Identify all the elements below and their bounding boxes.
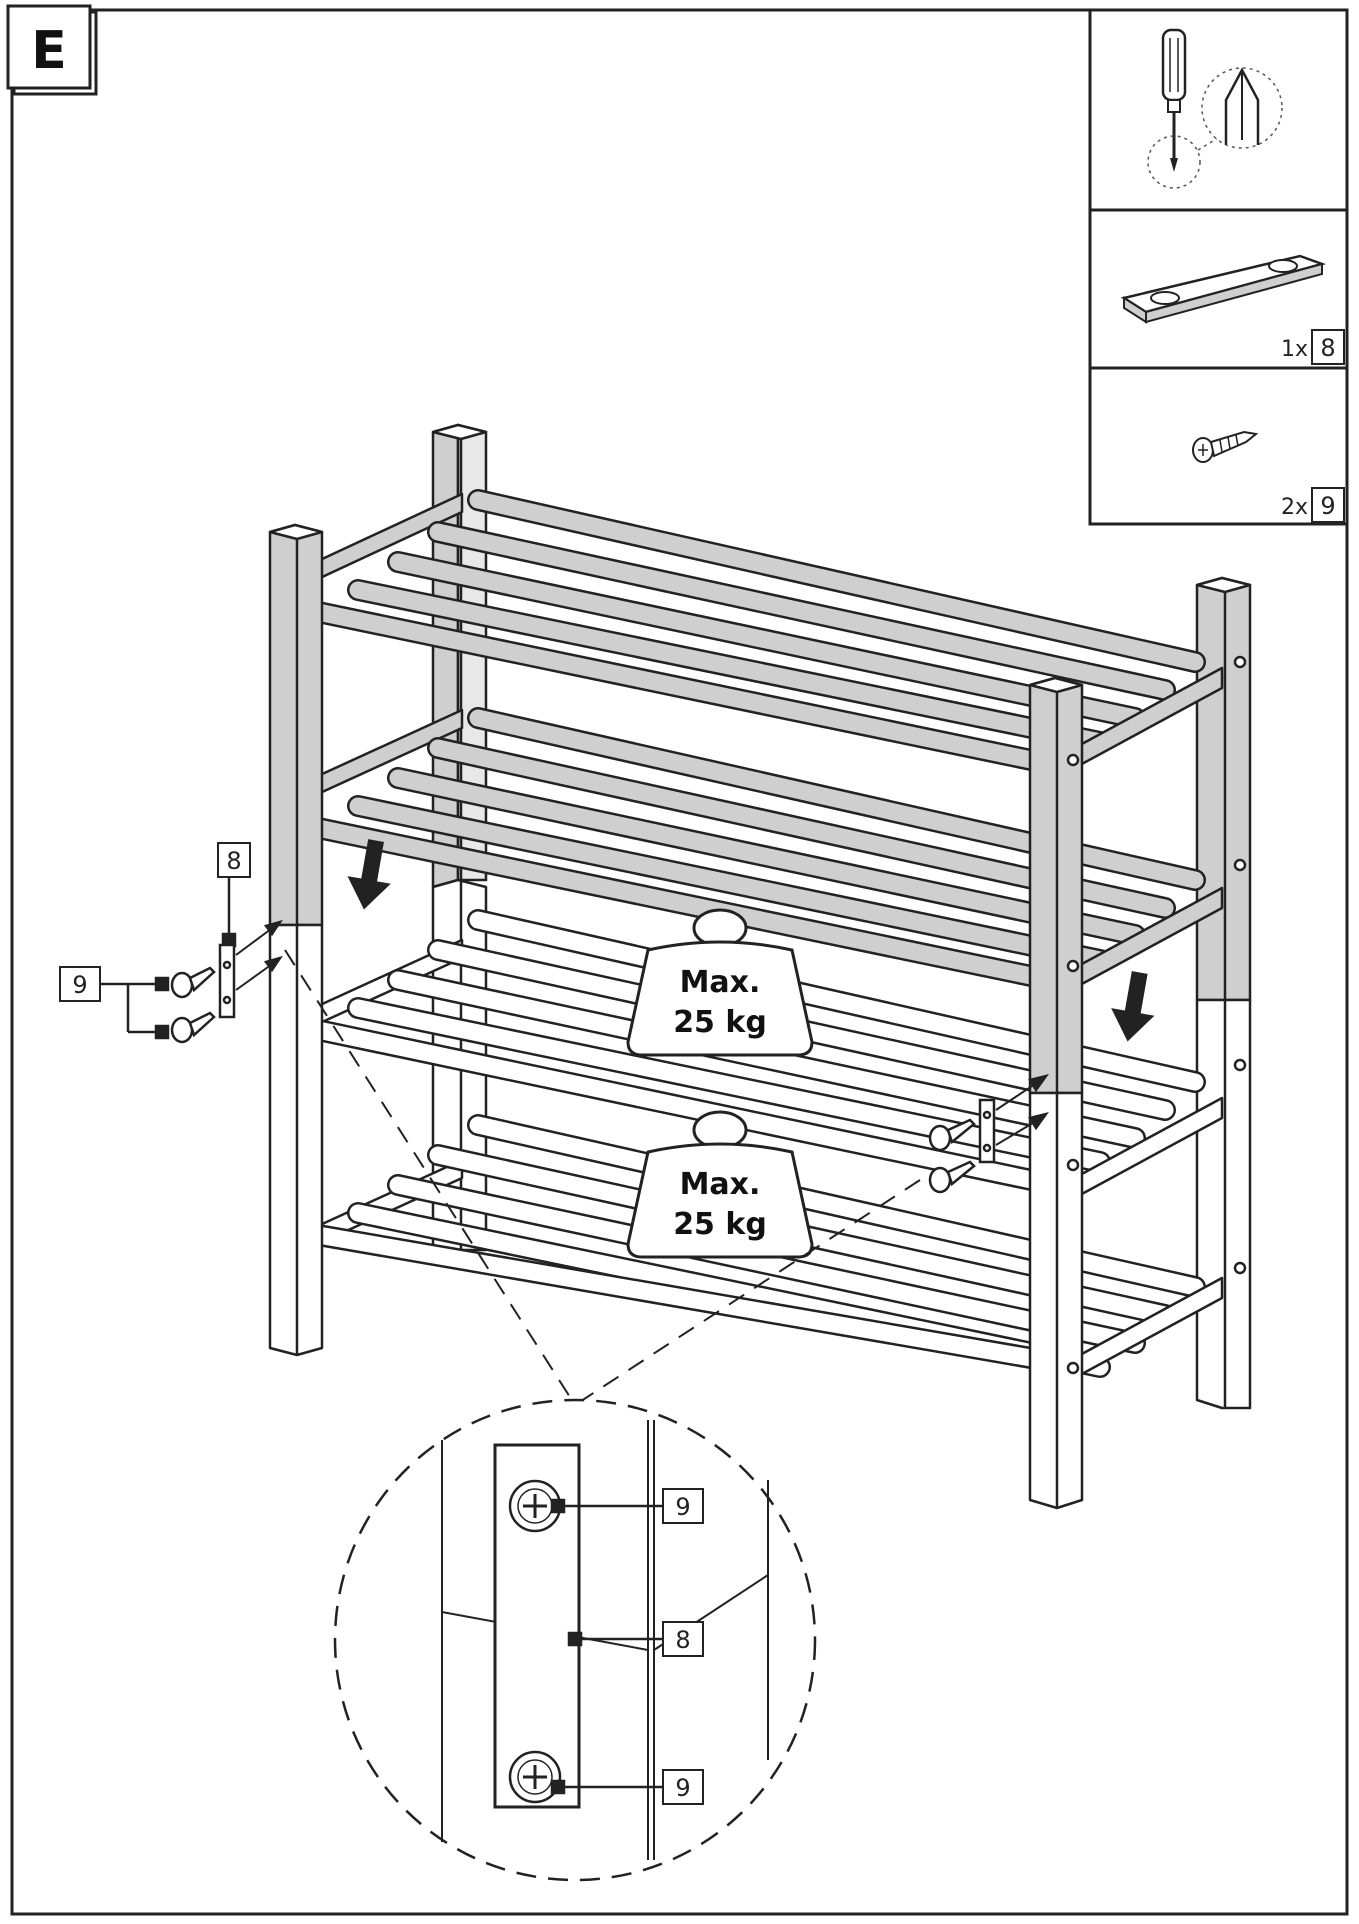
front-left-post [268, 523, 324, 1357]
plate-part-number: 8 [1320, 334, 1335, 362]
screw-icon [1192, 430, 1259, 463]
phillips-screwdriver-icon [1147, 28, 1283, 189]
plate-part-number-box [1311, 329, 1345, 365]
detail-screw-top-label: 9 [675, 1493, 690, 1521]
screw-part-number-box [1311, 487, 1345, 523]
weight-limit-line2: 25 kg [673, 1207, 767, 1242]
detail-screw-head-icon [508, 1479, 562, 1533]
detail-guide-line [574, 1179, 921, 1406]
plate-quantity: 1x [1281, 337, 1308, 362]
page-frame [10, 8, 1349, 1916]
left-hardware-callout: 8 9 [59, 842, 283, 1044]
connector-plate-icon [1120, 254, 1327, 324]
down-arrow-icon [347, 839, 391, 910]
down-arrow-icon [1111, 971, 1155, 1042]
screw-part-number: 9 [1320, 492, 1335, 520]
weight-limit-badge-upper: Max. 25 kg [626, 908, 814, 1057]
front-right-post [1028, 655, 1247, 1510]
left-plate-label: 8 [226, 847, 241, 875]
right-hardware-assembly [928, 1073, 1049, 1194]
step-letter: E [31, 21, 67, 81]
weight-limit-badge-lower: Max. 25 kg [626, 1110, 814, 1259]
weight-limit-line1: Max. [680, 1167, 761, 1202]
parts-panel: 1x 8 2x 9 [1088, 8, 1349, 526]
screw-quantity: 2x [1281, 495, 1308, 520]
detail-callouts: 9 8 9 [550, 1488, 704, 1805]
detail-screw-bottom-label: 9 [675, 1774, 690, 1802]
weight-limit-line2: 25 kg [673, 1005, 767, 1040]
detail-screw-head-icon [508, 1750, 562, 1804]
weight-limit-line1: Max. [680, 965, 761, 1000]
step-letter-badge: E [6, 4, 98, 96]
detail-plate-label: 8 [675, 1626, 690, 1654]
left-screws-label: 9 [72, 971, 87, 999]
